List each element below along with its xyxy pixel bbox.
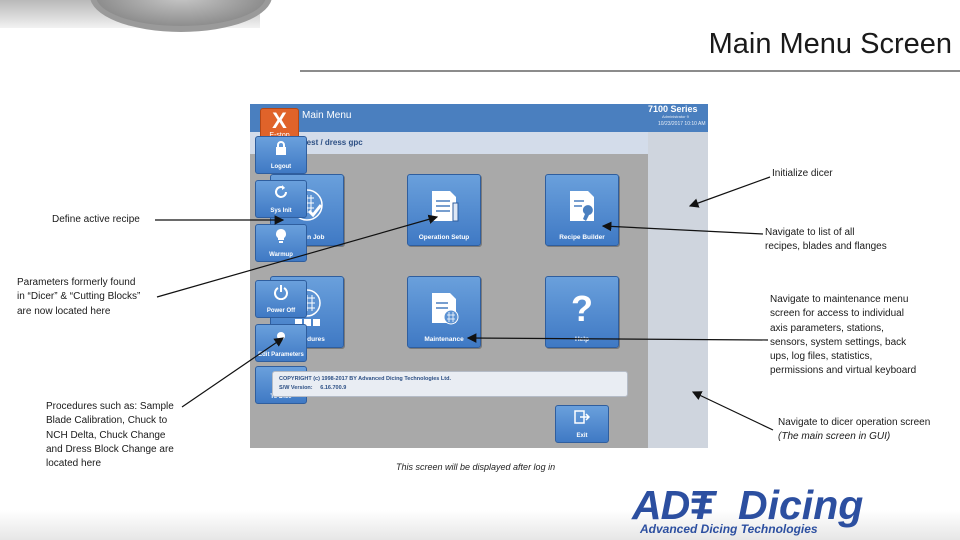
note-line: NCH Delta, Chuck Change — [46, 429, 166, 441]
logo-equals: = — [690, 484, 714, 528]
to-dice-label: To Dice — [270, 394, 292, 400]
user-label: Administrator 9 — [662, 114, 689, 119]
note-line: Parameters formerly found — [17, 277, 136, 288]
version-value: 6.16.700.9 — [320, 385, 347, 391]
note-line: Procedures such as: Sample — [46, 401, 174, 412]
copyright-panel: COPYRIGHT (c) 1998-2017 BY Advanced Dici… — [272, 371, 628, 397]
note-line: in “Dicer” & “Cutting Blocks” — [17, 291, 141, 303]
note-line: are now located here — [17, 305, 111, 317]
arrow-recipe-builder — [601, 221, 764, 235]
document-pencil-icon — [432, 191, 459, 222]
exit-button[interactable]: Exit — [555, 405, 609, 443]
note-line: screen for access to individual — [770, 308, 904, 320]
svg-text:?: ? — [571, 289, 593, 327]
lock-icon — [276, 141, 286, 155]
note-define-active-recipe: Define active recipe — [52, 214, 140, 225]
note-line: sensors, system settings, back — [770, 336, 907, 348]
maintenance-label: Maintenance — [424, 336, 464, 343]
procedures-label: Procedures — [289, 336, 325, 343]
app-header-bar — [250, 104, 708, 132]
operation-setup-button[interactable]: Operation Setup — [407, 174, 481, 246]
note-line: permissions and virtual keyboard — [770, 365, 917, 377]
app-title: Main Menu — [302, 110, 352, 121]
help-button[interactable]: ? Help — [545, 276, 619, 348]
title-divider — [300, 70, 960, 72]
copyright-text: COPYRIGHT (c) 1998-2017 BY Advanced Dici… — [279, 376, 451, 382]
document-grid-icon — [432, 293, 459, 325]
logo-mark-text: ADT — [632, 482, 714, 528]
app-recipe-bar — [250, 132, 648, 154]
bottom-decor-strip — [0, 510, 960, 540]
note-parameters: Parameters formerly found in “Dicer” & “… — [17, 276, 140, 319]
logo-word: Dicing — [738, 482, 864, 528]
note-procedures: Procedures such as: Sample Blade Calibra… — [46, 400, 174, 471]
series-label: 7100 Series — [648, 104, 698, 114]
estop-icon: X — [272, 108, 287, 133]
note-line: Navigate to dicer operation screen — [778, 417, 931, 428]
active-recipe-name: test / dress gpc — [304, 138, 363, 147]
power-icon — [274, 285, 288, 300]
version-label: S/W Version: — [279, 385, 313, 391]
power-off-button[interactable]: Power Off — [255, 280, 307, 318]
screen-caption: This screen will be displayed after log … — [396, 462, 556, 472]
note-line: Navigate to maintenance menu — [770, 294, 909, 305]
exit-icon — [574, 410, 590, 424]
exit-label: Exit — [576, 433, 588, 439]
arrow-to-dice — [691, 391, 774, 431]
edit-parameters-label: Edit Parameters — [258, 352, 304, 358]
refresh-icon — [275, 185, 287, 198]
note-line: and Dress Block Change are — [46, 443, 174, 455]
datetime-label: 10/23/2017 10:10 AM — [658, 121, 706, 127]
note-line: (The main screen in GUI) — [778, 431, 891, 443]
slide-title: Main Menu Screen — [708, 28, 952, 60]
note-line: ups, log files, statistics, — [770, 351, 873, 363]
arrow-procedures — [181, 337, 284, 408]
note-line: Navigate to list of all — [765, 227, 855, 238]
bulb-icon — [276, 229, 286, 243]
arrow-initialize-dicer — [688, 176, 771, 208]
logout-button[interactable]: Logout — [255, 136, 307, 174]
note-navigate-maintenance: Navigate to maintenance menu screen for … — [770, 293, 916, 379]
warmup-label: Warmup — [269, 252, 293, 258]
note-initialize-dicer: Initialize dicer — [772, 168, 833, 179]
logo-tagline: Advanced Dicing Technologies — [640, 522, 818, 536]
logout-label: Logout — [270, 164, 292, 170]
note-navigate-recipes: Navigate to list of all recipes, blades … — [765, 226, 887, 255]
estop-label: E-stop — [261, 132, 298, 140]
sys-init-label: Sys Init — [270, 208, 292, 214]
question-icon: ? — [571, 289, 593, 327]
recipe-builder-label: Recipe Builder — [559, 234, 605, 241]
arrow-maintenance — [466, 333, 769, 343]
note-line: Blade Calibration, Chuck to — [46, 415, 168, 427]
top-photo-strip — [0, 0, 272, 32]
arrow-parameters — [156, 214, 439, 298]
note-navigate-dicer: Navigate to dicer operation screen (The … — [778, 416, 930, 445]
operation-setup-label: Operation Setup — [418, 234, 470, 241]
logo-mark: ADT — [632, 482, 714, 529]
edit-parameters-button[interactable]: Edit Parameters — [255, 324, 307, 362]
power-off-label: Power Off — [266, 308, 296, 314]
app-screenshot: X E-stop Main Menu 7100 Series Administr… — [250, 104, 708, 448]
note-line: axis parameters, stations, — [770, 322, 884, 334]
document-wrench-icon — [570, 191, 594, 221]
note-line: located here — [46, 458, 102, 470]
note-line: recipes, blades and flanges — [765, 241, 887, 253]
recipe-builder-button[interactable]: Recipe Builder — [545, 174, 619, 246]
help-label: Help — [574, 336, 590, 343]
